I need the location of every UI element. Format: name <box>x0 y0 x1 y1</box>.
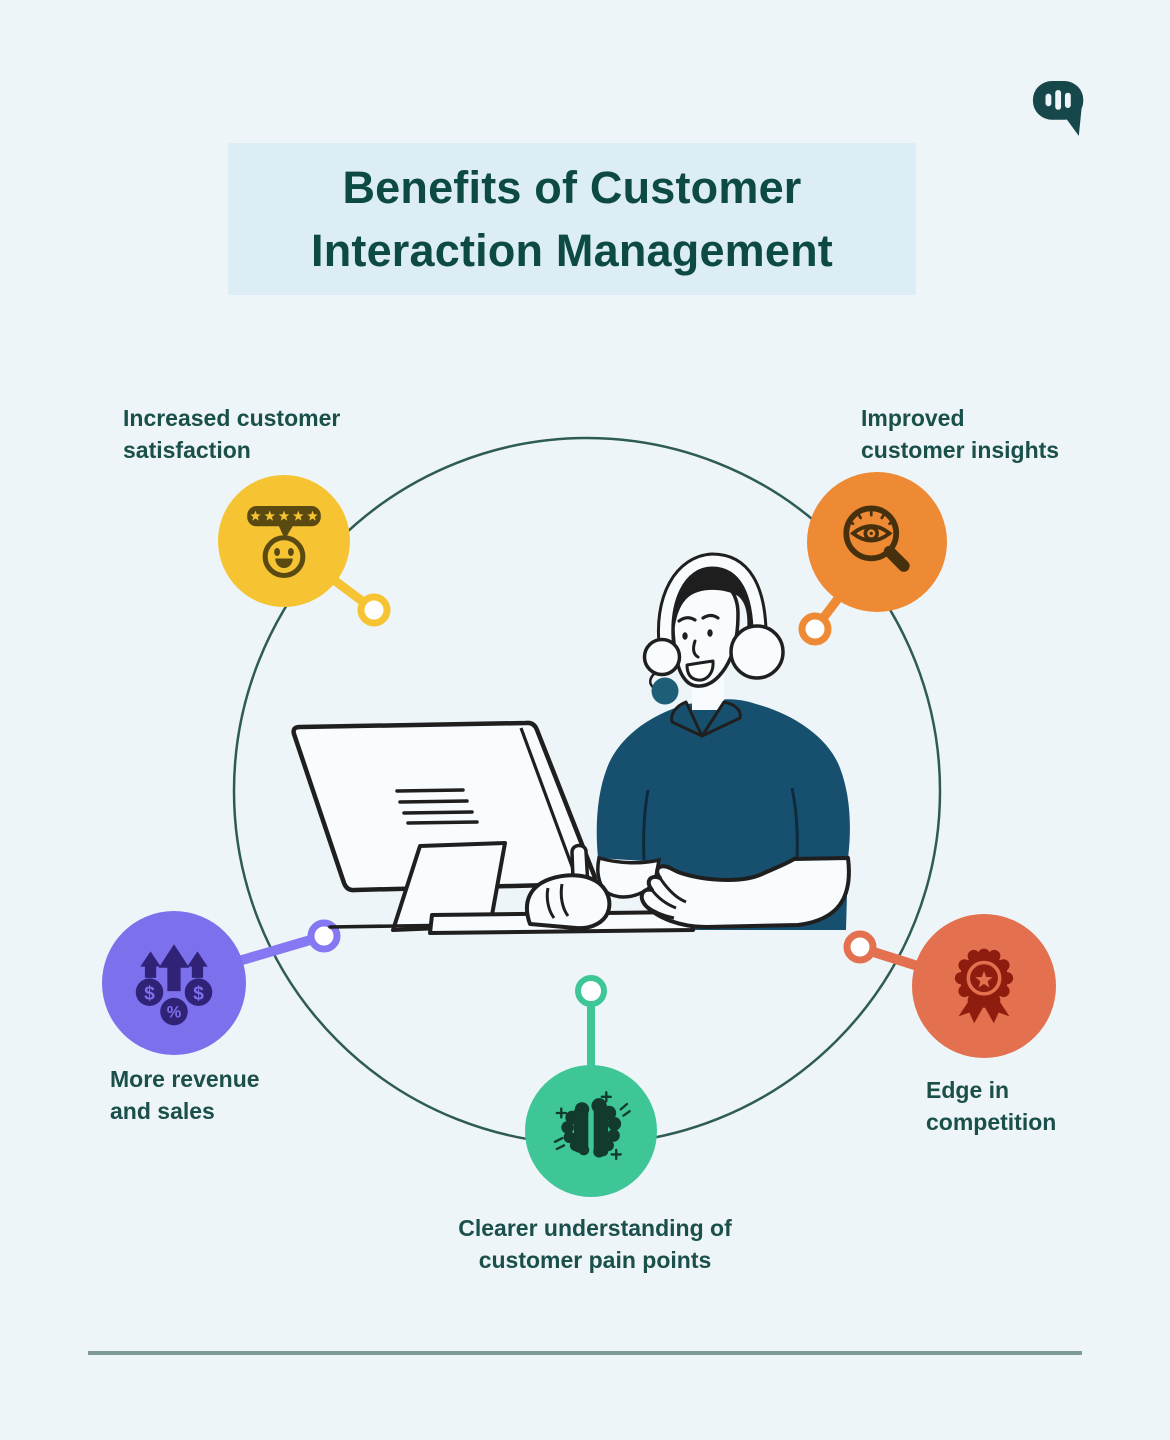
benefit-circle-edge <box>912 914 1056 1058</box>
svg-text:$: $ <box>193 982 204 1004</box>
headset <box>642 552 785 705</box>
brand-logo <box>1032 78 1086 138</box>
label-edge-in-competition: Edge in competition <box>926 1077 1057 1135</box>
chat-bubble-bars-icon <box>1032 81 1084 136</box>
page-title: Benefits of Customer Interaction Managem… <box>311 162 833 276</box>
label-increased-customer-satisfaction: Increased customer satisfaction <box>123 405 341 463</box>
microphone <box>651 677 679 705</box>
connector-pain <box>575 975 607 1072</box>
connector-edge <box>843 930 926 973</box>
label-clearer-understanding-pain-points: Clearer understanding of customer pain p… <box>458 1215 732 1273</box>
five-star-review-smiley-icon <box>247 506 321 579</box>
title-box: Benefits of Customer Interaction Managem… <box>228 143 916 295</box>
benefit-circle-insights <box>807 472 947 612</box>
brain-icon <box>553 1091 631 1161</box>
bottom-divider <box>88 1351 1082 1355</box>
benefit-circle-pain-points <box>525 1065 657 1197</box>
agent-hands <box>524 843 851 931</box>
connector-revenue <box>230 919 341 968</box>
revenue-growth-icon: $ $ % <box>135 944 213 1026</box>
svg-text:$: $ <box>144 982 155 1004</box>
benefit-circle-satisfaction <box>218 475 350 607</box>
svg-text:%: % <box>167 1004 182 1022</box>
label-improved-customer-insights: Improved customer insights <box>861 405 1060 463</box>
label-more-revenue-and-sales: More revenue and sales <box>110 1066 260 1124</box>
monitor-vents <box>395 788 479 825</box>
award-badge-icon <box>954 948 1014 1024</box>
benefit-circle-revenue: $ $ % <box>102 911 246 1055</box>
support-agent-illustration <box>291 552 851 935</box>
agent-smile <box>685 659 715 682</box>
eye-magnifier-icon <box>843 505 910 572</box>
